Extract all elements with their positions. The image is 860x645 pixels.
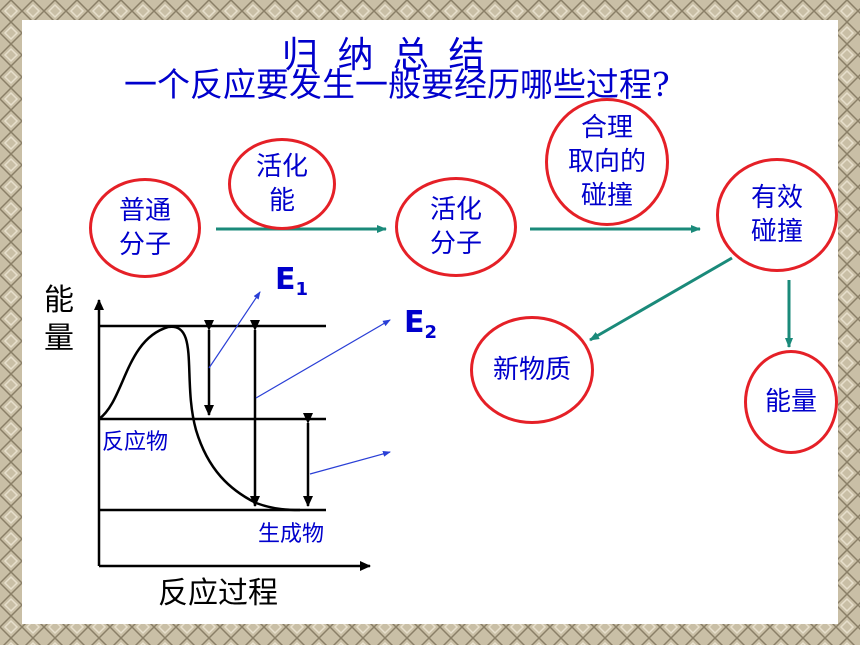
reactants-label: 反应物 [102, 430, 169, 455]
effective-collision-circle: 有效碰撞 [716, 158, 838, 272]
y-axis-label: 能量 [44, 283, 74, 356]
ordinary-molecules-circle: 普通分子 [89, 178, 201, 278]
activation-energy-line2: 能 [268, 186, 295, 216]
delta-pointer [309, 450, 391, 475]
e1-label: E1 [275, 262, 308, 300]
activation-energy-circle: 活化能 [228, 138, 336, 230]
new-substance-circle: 新物质 [470, 316, 594, 424]
slide-title: 归 纳 总 结 [282, 35, 489, 76]
e1-subscript: 1 [295, 279, 309, 300]
energy-label: 能量 [764, 387, 817, 417]
effective-collision-line2: 碰撞 [750, 217, 803, 247]
activated-molecules-line2: 分子 [429, 229, 482, 259]
ordinary-molecules-line1: 普通 [118, 196, 171, 226]
activated-molecules-circle: 活化分子 [395, 177, 517, 277]
e1-pointer [208, 291, 261, 369]
e2-subscript: 2 [424, 322, 438, 343]
x-axis-label: 反应过程 [158, 576, 278, 611]
arrow-effective-to-new-substance [589, 256, 733, 342]
proper-orientation-line3: 碰撞 [580, 181, 633, 211]
proper-orientation-line1: 合理 [580, 113, 633, 143]
effective-collision-line1: 有效 [750, 183, 803, 213]
e2-label: E2 [404, 305, 437, 343]
e1-letter: E [275, 262, 296, 297]
slide-subtitle: 一个反应要发生一般要经历哪些过程? [124, 65, 670, 104]
e2-pointer [255, 319, 391, 399]
slide-canvas [22, 20, 838, 624]
products-label: 生成物 [258, 522, 325, 547]
e2-letter: E [404, 305, 425, 340]
new-substance-label: 新物质 [492, 355, 571, 385]
activated-molecules-line1: 活化 [429, 195, 482, 225]
proper-orientation-line2: 取向的 [567, 147, 646, 177]
energy-circle: 能量 [744, 350, 838, 454]
activation-energy-line1: 活化 [255, 152, 308, 182]
ordinary-molecules-line2: 分子 [118, 230, 171, 260]
proper-orientation-collision-circle: 合理取向的碰撞 [545, 98, 669, 226]
